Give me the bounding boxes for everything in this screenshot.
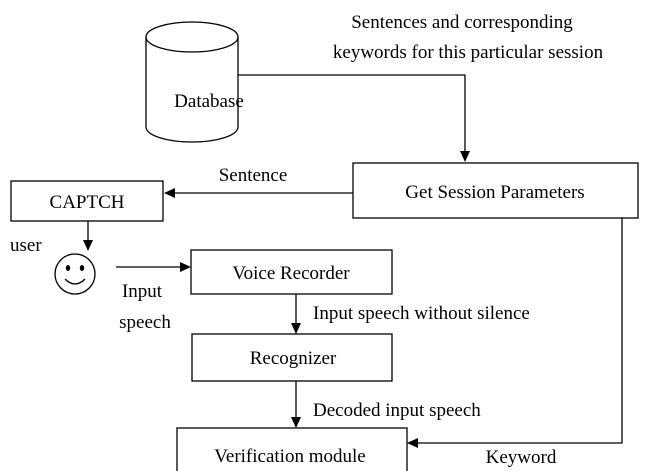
smiley-left-eye xyxy=(65,265,71,271)
database-node: Database xyxy=(145,21,244,143)
database-label: Database xyxy=(174,91,244,112)
arrow-user-to-recorder-head xyxy=(180,262,191,272)
input-speech-label-line2: speech xyxy=(119,312,171,333)
voice-recorder-label: Voice Recorder xyxy=(232,263,350,284)
verification-module-box xyxy=(176,427,408,471)
arrow-recognizer-to-verification xyxy=(291,381,301,428)
recognizer-label: Recognizer xyxy=(250,348,337,369)
smiley-mouth xyxy=(64,278,86,285)
arrow-recorder-to-recognizer xyxy=(291,294,301,334)
sentences-keywords-label-line1: Sentences and corresponding xyxy=(351,12,573,33)
input-speech-without-silence-label: Input speech without silence xyxy=(313,303,530,324)
arrow-session-to-verification xyxy=(407,218,623,448)
sentences-keywords-label-line2: keywords for this particular session xyxy=(333,42,604,63)
arrow-session-to-verification-head xyxy=(407,438,418,448)
recognizer-box xyxy=(191,333,393,382)
sentence-label: Sentence xyxy=(219,165,288,186)
smiley-right-eye xyxy=(79,265,85,271)
get-session-parameters-label: Get Session Parameters xyxy=(405,182,584,203)
arrow-database-to-session-line xyxy=(238,74,466,152)
smiley-face-outline xyxy=(54,253,96,295)
database-cylinder-top xyxy=(145,21,239,53)
get-session-parameters-node: Get Session Parameters xyxy=(352,162,639,219)
voice-recorder-box xyxy=(190,249,393,295)
arrow-database-to-session xyxy=(238,74,470,162)
decoded-input-speech-label: Decoded input speech xyxy=(313,400,481,421)
captcha-label: CAPTCH xyxy=(50,192,125,213)
arrow-user-to-recorder xyxy=(116,262,191,272)
get-session-parameters-box xyxy=(352,162,639,219)
arrow-captcha-to-user-head xyxy=(83,240,93,251)
verification-module-node: Verification module xyxy=(176,427,408,471)
arrow-session-to-verification-line xyxy=(418,218,623,444)
keyword-label: Keyword xyxy=(486,447,557,468)
arrow-captcha-to-user xyxy=(83,221,93,251)
input-speech-label-line1: Input xyxy=(122,281,163,302)
arrow-session-to-captcha-head xyxy=(164,188,175,198)
recognizer-node: Recognizer xyxy=(191,333,393,382)
voice-recorder-node: Voice Recorder xyxy=(190,249,393,295)
arrow-recognizer-to-verification-head xyxy=(291,417,301,428)
captcha-node: CAPTCH xyxy=(10,180,164,222)
arrow-session-to-captcha xyxy=(164,188,353,198)
captcha-box xyxy=(10,180,164,222)
verification-module-label: Verification module xyxy=(214,446,365,467)
smiley-face-icon xyxy=(54,253,96,295)
database-cylinder-body xyxy=(145,37,239,143)
arrow-database-to-session-head xyxy=(460,151,470,162)
user-label: user xyxy=(10,235,42,256)
arrow-recorder-to-recognizer-head xyxy=(291,323,301,334)
